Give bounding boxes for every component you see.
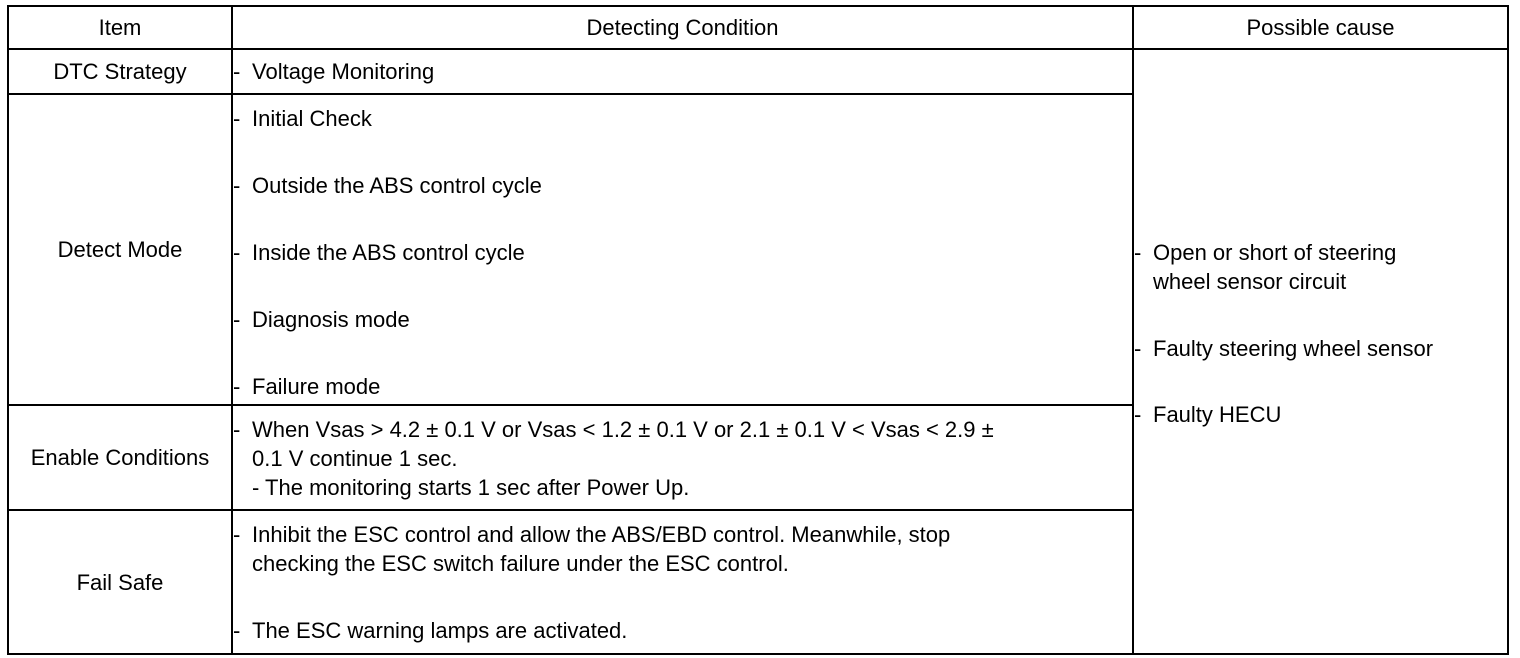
header-item: Item [7, 5, 233, 50]
cause-open-short: - Open or short of steering wheel sensor… [1134, 240, 1397, 294]
condition-enable-conditions: - When Vsas > 4.2 ± 0.1 V or Vsas < 1.2 … [231, 404, 1134, 511]
detect-mode-diagnosis: -Diagnosis mode [233, 307, 410, 332]
item-enable-conditions: Enable Conditions [7, 404, 233, 511]
cause-faulty-sensor: -Faulty steering wheel sensor [1134, 336, 1434, 361]
fail-safe-warning-lamps: -The ESC warning lamps are activated. [233, 618, 628, 643]
row-enable-conditions: Enable Conditions - When Vsas > 4.2 ± 0.… [7, 404, 1508, 511]
condition-fail-safe: - Inhibit the ESC control and allow the … [231, 509, 1134, 655]
header-possible-cause: Possible cause [1132, 5, 1509, 50]
dtc-strategy-text: Voltage Monitoring [252, 59, 435, 84]
detect-mode-inside-abs: -Inside the ABS control cycle [233, 240, 525, 265]
possible-cause-cell: - Open or short of steering wheel sensor… [1132, 48, 1509, 655]
row-fail-safe: Fail Safe - Inhibit the ESC control and … [7, 509, 1508, 655]
detect-mode-outside-abs: -Outside the ABS control cycle [233, 173, 542, 198]
enable-condition-subnote: - The monitoring starts 1 sec after Powe… [252, 475, 690, 500]
item-fail-safe: Fail Safe [7, 509, 233, 655]
row-dtc-strategy: DTC Strategy -Voltage Monitoring - Open … [7, 48, 1509, 655]
dtc-table: Item Detecting Condition Possible cause … [7, 5, 1509, 655]
item-dtc-strategy: DTC Strategy [7, 48, 233, 95]
detect-mode-failure: -Failure mode [233, 374, 381, 399]
condition-detect-mode: -Initial Check -Outside the ABS control … [231, 93, 1134, 406]
condition-dtc-strategy: -Voltage Monitoring [231, 48, 1134, 95]
enable-condition-text: - When Vsas > 4.2 ± 0.1 V or Vsas < 1.2 … [233, 417, 994, 471]
detect-mode-initial-check: -Initial Check [233, 106, 372, 131]
header-row: Item Detecting Condition Possible cause [7, 5, 1509, 50]
header-detecting-condition: Detecting Condition [231, 5, 1134, 50]
item-detect-mode: Detect Mode [7, 93, 233, 406]
cause-faulty-hecu: -Faulty HECU [1134, 402, 1282, 427]
fail-safe-inhibit: - Inhibit the ESC control and allow the … [233, 522, 951, 576]
row-detect-mode: Detect Mode -Initial Check -Outside the … [7, 93, 1508, 406]
